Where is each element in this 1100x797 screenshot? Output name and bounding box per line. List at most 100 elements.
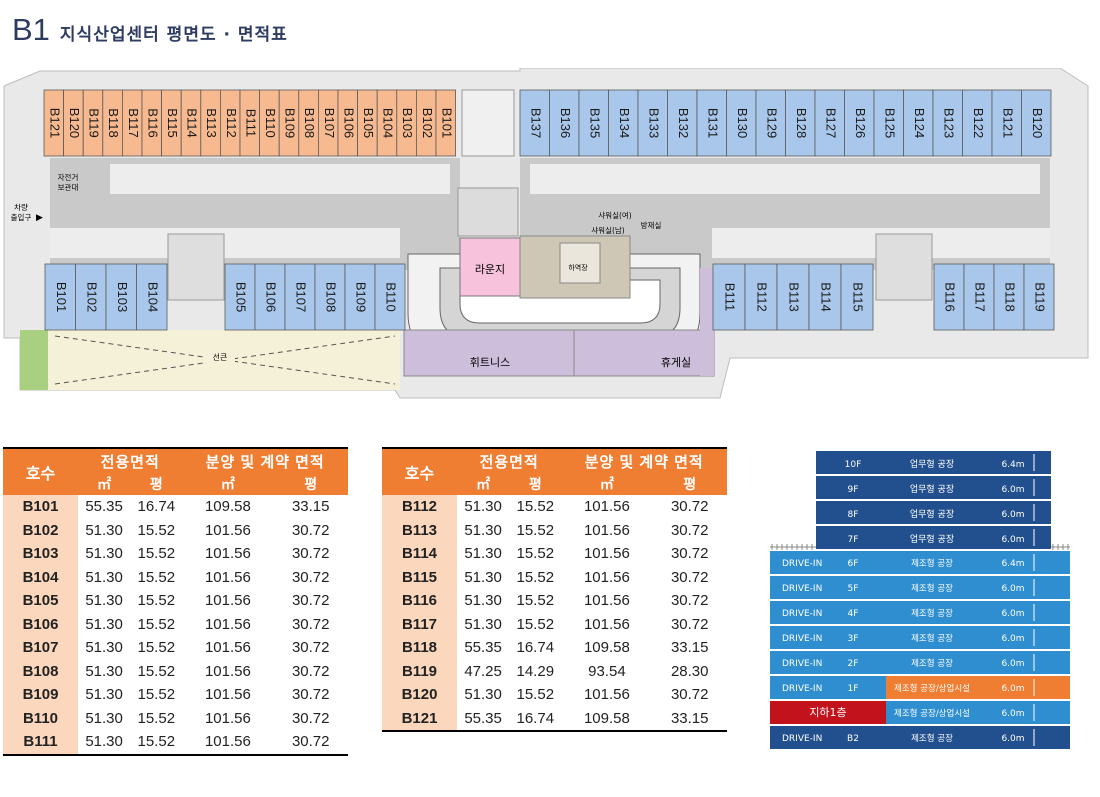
svg-text:B113: B113 <box>787 282 802 311</box>
svg-text:DRIVE-IN: DRIVE-IN <box>782 634 822 644</box>
sunken-label-bg <box>205 349 235 363</box>
unit-b109: B109 <box>344 263 376 331</box>
unit-b121: B121 <box>43 89 65 157</box>
svg-text:B125: B125 <box>882 108 897 138</box>
lounge-label: 라운지 <box>475 263 505 276</box>
svg-text:지하1층: 지하1층 <box>809 705 846 719</box>
svg-text:제조형 공장/상업시설: 제조형 공장/상업시설 <box>894 683 970 694</box>
header-py: 평 <box>652 473 727 495</box>
svg-text:B106: B106 <box>264 282 279 312</box>
cell-cm: 101.56 <box>204 615 251 633</box>
cell-cm: 109.58 <box>583 639 630 657</box>
cell-ep: 15.52 <box>516 545 555 563</box>
unit-b131: B131 <box>696 89 727 157</box>
header-exclusive: 전용면적 <box>78 447 183 473</box>
stair-block-top <box>461 89 515 157</box>
svg-text:B112: B112 <box>755 282 770 311</box>
cell-ep: 16.74 <box>137 498 176 516</box>
cell-unit: B119 <box>382 659 457 683</box>
cell-cp: 30.72 <box>291 615 330 633</box>
unit-b110: B110 <box>374 263 406 331</box>
svg-text:B117: B117 <box>973 282 988 311</box>
svg-text:10F: 10F <box>845 460 862 470</box>
floor-plan: 선큰 휘트니스 휴게실 라운지 샤워실(여) 샤워실(남) 방재실 하역장 자전… <box>3 68 1089 399</box>
unit-b119: B119 <box>82 89 104 157</box>
svg-text:B115: B115 <box>165 108 180 137</box>
svg-text:B101: B101 <box>54 282 69 312</box>
svg-text:B102: B102 <box>420 108 435 138</box>
cell-em: 51.30 <box>464 498 502 516</box>
cell-ep: 15.52 <box>137 568 176 586</box>
cell-em: 51.30 <box>464 592 502 610</box>
svg-text:8F: 8F <box>848 510 859 520</box>
svg-text:B114: B114 <box>819 282 834 311</box>
cell-cp: 30.72 <box>291 709 330 727</box>
unit-b134: B134 <box>608 89 639 157</box>
svg-text:B116: B116 <box>145 108 160 137</box>
svg-text:B124: B124 <box>912 108 927 138</box>
svg-text:6.0m: 6.0m <box>1001 709 1024 719</box>
header-py: 평 <box>130 473 183 495</box>
svg-text:6.0m: 6.0m <box>1001 734 1024 744</box>
cell-ep: 15.52 <box>516 498 555 516</box>
cell-cp: 30.72 <box>670 498 709 516</box>
unit-b101: B101 <box>435 89 457 157</box>
cell-cm: 101.56 <box>204 709 251 727</box>
svg-text:B2: B2 <box>847 734 859 744</box>
cell-unit: B107 <box>3 636 78 660</box>
stair-block-left <box>167 233 225 301</box>
unit-b102: B102 <box>415 89 437 157</box>
svg-text:6.0m: 6.0m <box>1001 584 1024 594</box>
unit-b108: B108 <box>298 89 319 157</box>
unit-b101: B101 <box>44 263 76 331</box>
cell-cp: 30.72 <box>291 592 330 610</box>
svg-text:6.0m: 6.0m <box>1001 659 1024 669</box>
cell-ep: 15.52 <box>516 568 555 586</box>
svg-text:B120: B120 <box>67 108 82 138</box>
cell-unit: B121 <box>382 706 457 732</box>
bike-label-1: 자전거 <box>58 172 79 182</box>
cell-cp: 30.72 <box>291 662 330 680</box>
svg-text:제조형 공장: 제조형 공장 <box>911 733 953 744</box>
fitness-zone <box>403 329 575 377</box>
svg-text:B128: B128 <box>794 108 809 138</box>
svg-text:B115: B115 <box>851 282 866 311</box>
svg-text:B129: B129 <box>764 108 779 138</box>
svg-text:B120: B120 <box>1030 108 1045 138</box>
svg-text:B103: B103 <box>400 108 415 138</box>
unit-b111: B111 <box>712 263 746 331</box>
cell-cm: 101.56 <box>204 521 251 539</box>
cell-ep: 15.52 <box>137 521 176 539</box>
unit-b122: B122 <box>962 89 993 157</box>
cell-ep: 15.52 <box>130 730 183 756</box>
svg-text:DRIVE-IN: DRIVE-IN <box>782 684 822 694</box>
unit-b109: B109 <box>278 89 300 157</box>
cell-unit: B105 <box>3 589 78 613</box>
svg-text:9F: 9F <box>848 485 859 495</box>
cell-cp: 30.72 <box>670 686 709 704</box>
cell-cp: 30.72 <box>670 545 709 563</box>
cell-cm: 101.56 <box>182 730 274 756</box>
svg-text:업무형 공장: 업무형 공장 <box>910 484 954 495</box>
unit-b120: B120 <box>63 89 84 157</box>
unit-b102: B102 <box>75 263 107 331</box>
cell-unit: B113 <box>382 518 457 542</box>
cell-ep: 16.74 <box>516 639 555 657</box>
cell-cm: 101.56 <box>583 498 630 516</box>
svg-text:B119: B119 <box>1033 282 1048 311</box>
svg-text:B117: B117 <box>126 108 141 137</box>
header-m2: ㎡ <box>457 473 510 495</box>
unit-b121: B121 <box>991 89 1022 157</box>
cell-ep: 15.52 <box>516 521 555 539</box>
svg-text:B118: B118 <box>106 108 121 137</box>
